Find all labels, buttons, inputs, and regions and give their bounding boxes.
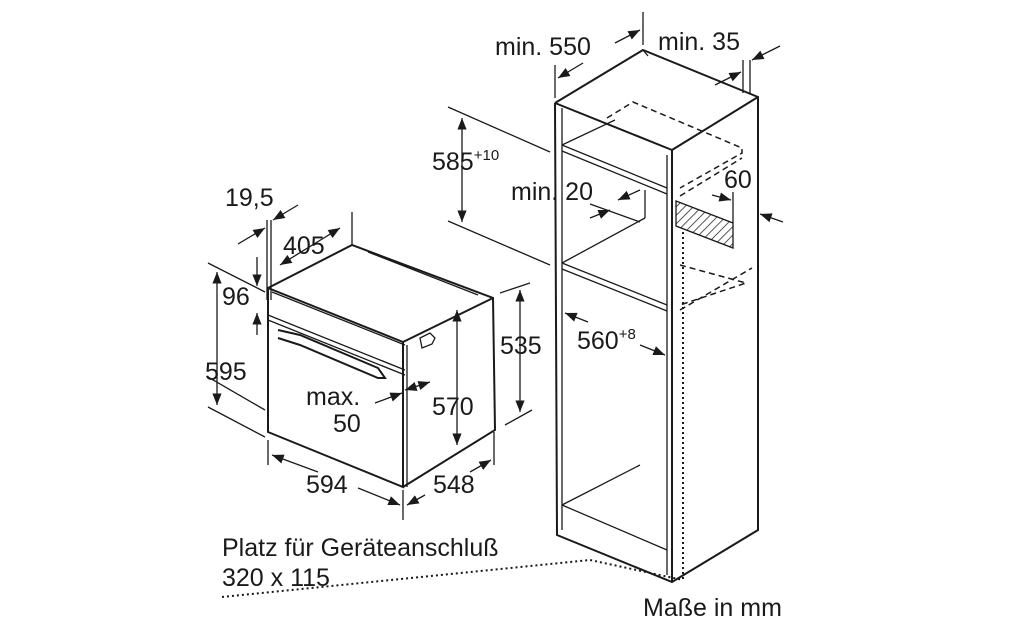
connection-space-size: 320 x 115 [222,564,330,592]
dim-50: 50 [333,410,361,438]
dim-548: 548 [433,471,475,499]
dim-560: 560+8 [577,326,636,355]
dim-405: 405 [283,232,325,260]
dim-min-550: min. 550 [495,33,591,61]
dim-585-tolerance: +10 [473,147,500,164]
units-note: Maße in mm [643,594,782,622]
dim-min-35: min. 35 [658,28,740,56]
dim-560-value: 560 [577,327,619,355]
dim-19-5: 19,5 [225,184,274,212]
connection-space-label: Platz für Geräteanschluß [222,534,499,562]
dim-min-20: min. 20 [511,178,593,206]
dim-594: 594 [306,471,348,499]
dim-585: 585+10 [432,147,500,176]
oven-dimension-lines [207,204,533,520]
dim-96: 96 [222,283,250,311]
cabinet-dimension-lines [447,12,784,356]
oven-drawing [267,243,497,489]
dim-560-tolerance: +8 [618,326,636,343]
dim-60: 60 [724,166,752,194]
cabinet-drawing [221,48,759,598]
dim-max-label: max. [306,383,361,411]
dim-570: 570 [432,393,474,421]
dim-585-value: 585 [432,148,474,176]
dim-595: 595 [205,358,247,386]
dim-535: 535 [500,332,542,360]
